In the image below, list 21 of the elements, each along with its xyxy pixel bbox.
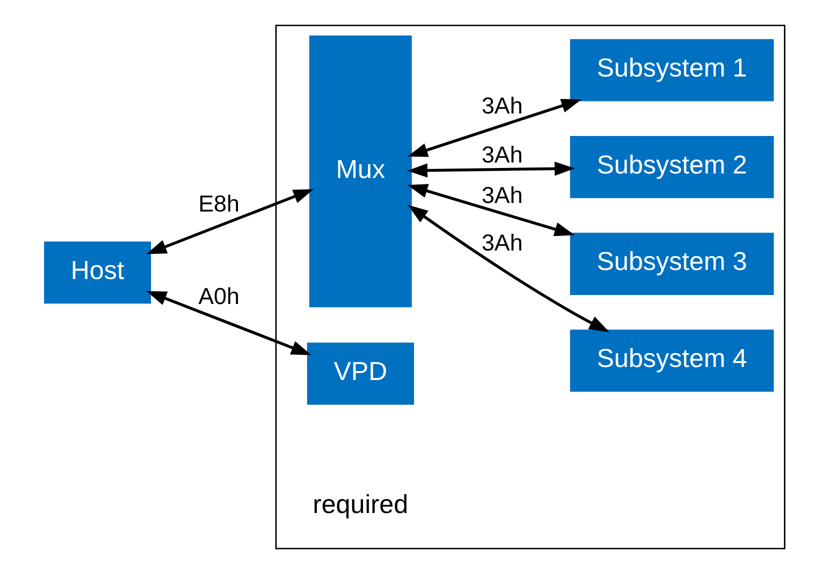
edge-label: 3Ah: [481, 182, 522, 208]
edge-label: 3Ah: [481, 92, 522, 118]
arrow: [146, 290, 311, 356]
node-label: required: [312, 489, 408, 520]
node-box: Subsystem 4: [570, 330, 774, 392]
edge-label: 3Ah: [481, 141, 522, 168]
edge-label: 3Ah: [481, 230, 522, 256]
node-box: Mux: [308, 36, 412, 308]
node-box: Host: [44, 241, 150, 304]
edge-label: E8h: [198, 190, 239, 217]
cluster: [274, 24, 785, 550]
node-box: Subsystem 2: [570, 136, 774, 198]
arrow: [406, 98, 582, 157]
arrow: [146, 189, 314, 254]
arrow: [407, 204, 609, 332]
node-box: Subsystem 1: [570, 39, 774, 102]
node-box: VPD: [306, 342, 414, 405]
edge-label: A0h: [198, 283, 239, 310]
arrow: [406, 184, 574, 236]
arrow: [406, 162, 574, 178]
node-box: Subsystem 3: [570, 232, 774, 295]
